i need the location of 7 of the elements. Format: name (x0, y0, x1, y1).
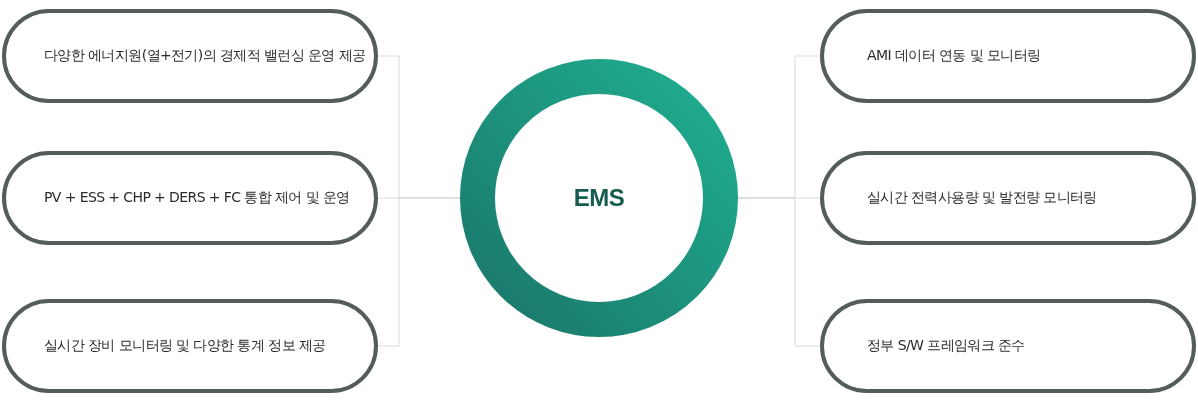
rounded-box: 실시간 장비 모니터링 및 다양한 통계 정보 제공 (2, 299, 378, 393)
rounded-box: PV + ESS + CHP + DERS + FC 통합 제어 및 운영 (2, 151, 378, 245)
rounded-box: 실시간 전력사용량 및 발전량 모니터링 (820, 151, 1196, 245)
rounded-box: 다양한 에너지원(열+전기)의 경제적 밸런싱 운영 제공 (2, 9, 378, 103)
ring-node: EMS (460, 59, 738, 337)
rounded-box: AMI 데이터 연동 및 모니터링 (820, 9, 1196, 103)
rounded-box: 정부 S/W 프레임워크 준수 (820, 299, 1196, 393)
